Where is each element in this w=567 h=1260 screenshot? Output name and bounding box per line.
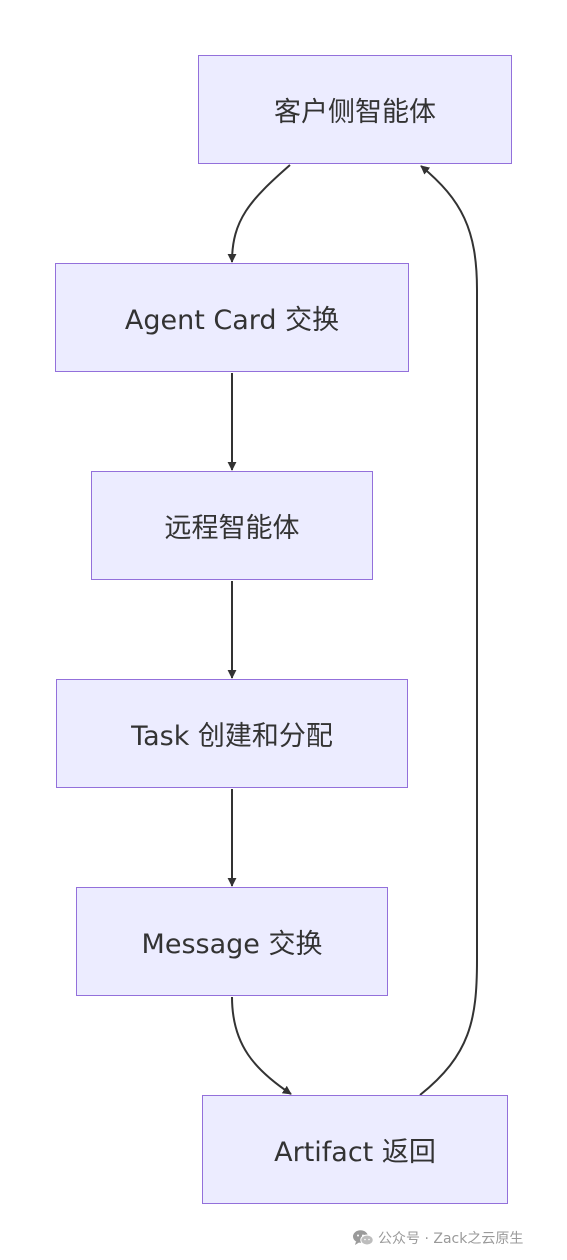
node-agent-card: Agent Card 交换	[55, 263, 409, 372]
node-remote-agent: 远程智能体	[91, 471, 373, 580]
watermark: 公众号 · Zack之云原生	[352, 1226, 523, 1250]
node-label: Artifact 返回	[274, 1137, 436, 1168]
edge-message-to-artifact	[231, 996, 292, 1095]
edge-artifact-to-client	[419, 165, 478, 1096]
edge-client-to-agent-card	[227, 164, 291, 263]
node-label: Agent Card 交换	[124, 305, 340, 336]
node-label: Message 交换	[141, 929, 323, 960]
node-artifact: Artifact 返回	[202, 1095, 508, 1204]
wechat-icon	[353, 1230, 374, 1246]
node-label: 远程智能体	[164, 513, 300, 544]
watermark-text: 公众号 · Zack之云原生	[378, 1231, 524, 1247]
node-task: Task 创建和分配	[56, 679, 408, 788]
node-label: 客户侧智能体	[274, 97, 436, 128]
node-label: Task 创建和分配	[131, 721, 333, 752]
node-message: Message 交换	[76, 887, 388, 996]
node-client-agent: 客户侧智能体	[198, 55, 512, 164]
